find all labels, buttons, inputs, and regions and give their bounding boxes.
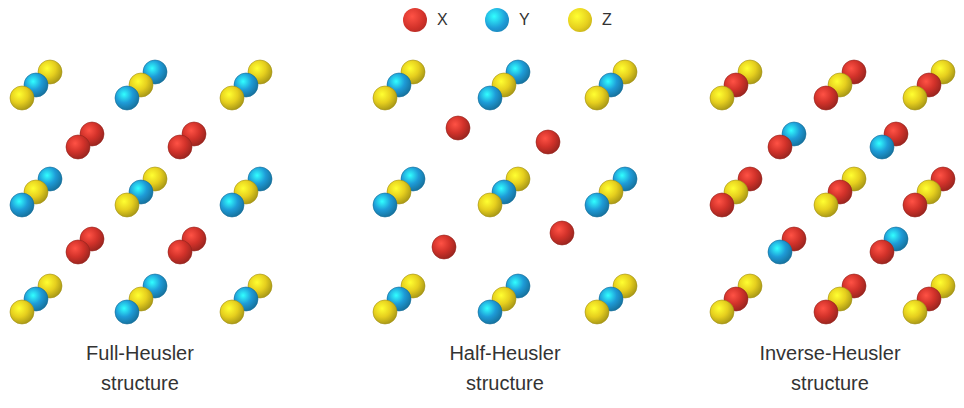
- atom-sphere: [814, 193, 838, 217]
- legend-label: Y: [519, 11, 530, 29]
- atom-sphere: [585, 193, 609, 217]
- atom-sphere: [814, 300, 838, 324]
- atom-sphere: [903, 86, 927, 110]
- legend-label: X: [437, 11, 448, 29]
- atom-sphere: [814, 86, 838, 110]
- atom-sphere: [710, 86, 734, 110]
- legend-item: Y: [485, 8, 530, 32]
- atom-sphere: [220, 193, 244, 217]
- atom-sphere: [168, 240, 192, 264]
- atom-sphere: [66, 135, 90, 159]
- atom-sphere: [432, 235, 456, 259]
- atom-sphere: [115, 300, 139, 324]
- structure-caption: Inverse-Heusler structure: [740, 338, 920, 398]
- legend-swatch: [568, 8, 592, 32]
- atom-sphere: [478, 193, 502, 217]
- atom-sphere: [168, 135, 192, 159]
- structure-caption: Full-Heusler structure: [50, 338, 230, 398]
- atom-sphere: [115, 86, 139, 110]
- atom-sphere: [585, 86, 609, 110]
- atom-sphere: [10, 193, 34, 217]
- atom-group: [10, 60, 955, 324]
- atom-sphere: [373, 86, 397, 110]
- legend-label: Z: [602, 11, 612, 29]
- legend-swatch: [403, 8, 427, 32]
- atom-sphere: [768, 240, 792, 264]
- atom-sphere: [373, 300, 397, 324]
- atom-sphere: [478, 86, 502, 110]
- atom-sphere: [903, 300, 927, 324]
- atom-sphere: [220, 300, 244, 324]
- atom-sphere: [115, 193, 139, 217]
- atom-sphere: [66, 240, 90, 264]
- atom-sphere: [585, 300, 609, 324]
- atom-sphere: [478, 300, 502, 324]
- legend-swatch: [485, 8, 509, 32]
- atom-sphere: [10, 86, 34, 110]
- legend-item: X: [403, 8, 448, 32]
- atom-sphere: [768, 135, 792, 159]
- atom-sphere: [870, 240, 894, 264]
- structure-caption: Half-Heusler structure: [415, 338, 595, 398]
- atom-sphere: [10, 300, 34, 324]
- atom-sphere: [903, 193, 927, 217]
- atom-sphere: [710, 193, 734, 217]
- atom-sphere: [550, 221, 574, 245]
- atom-sphere: [220, 86, 244, 110]
- legend-item: Z: [568, 8, 612, 32]
- atom-sphere: [870, 135, 894, 159]
- atom-sphere: [373, 193, 397, 217]
- atom-sphere: [536, 130, 560, 154]
- atom-sphere: [710, 300, 734, 324]
- atom-sphere: [446, 116, 470, 140]
